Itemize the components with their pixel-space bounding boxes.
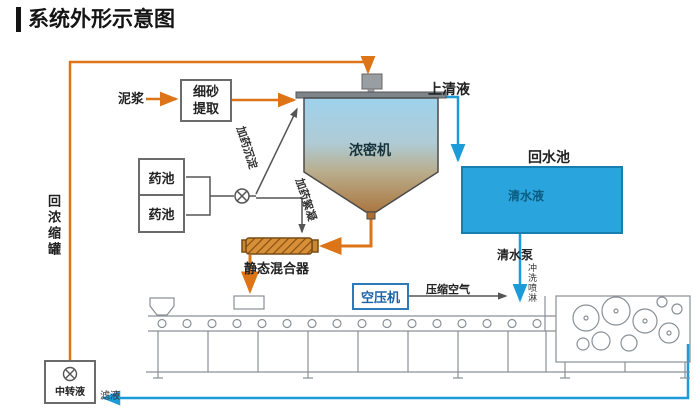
- sand-extractor-box: 细砂提取: [180, 79, 232, 122]
- belt-filter-press: [146, 295, 691, 379]
- transfer-tank-box: 中转液: [44, 360, 96, 404]
- filtrate-return-line: [101, 344, 690, 406]
- supernatant-label: 上清液: [428, 81, 470, 97]
- chemical-tank-2: 药池: [138, 194, 185, 233]
- flush-spray-label: 冲洗喷淋: [527, 263, 537, 303]
- belt-rollers: [157, 318, 542, 329]
- sand-extractor-label: 细砂提取: [192, 84, 219, 116]
- agitator-motor-icon: [361, 73, 383, 90]
- return-pool-tank: [461, 166, 623, 234]
- chemical-tank-1: 药池: [138, 158, 185, 196]
- slurry-label: 泥浆: [118, 91, 145, 106]
- return-concentrate-line: [68, 55, 376, 360]
- filtrate-label: 滤液: [100, 391, 120, 402]
- return-concentrate-label: 回浓缩罐: [46, 194, 61, 258]
- chemical-tank-1-label: 药池: [148, 170, 175, 186]
- page-title: 系统外形示意图: [16, 7, 175, 33]
- press-frame: [555, 295, 691, 363]
- dosing-lines: [186, 107, 508, 300]
- thickener-label: 浓密机: [349, 142, 391, 158]
- air-compressor-box: 空压机: [352, 283, 409, 310]
- pump-icon: [62, 366, 78, 382]
- chemical-tank-2-label: 药池: [148, 207, 175, 222]
- dose-sedimentation-line: [255, 107, 298, 195]
- clear-water-pump-label: 清水泵: [497, 248, 534, 262]
- pump-icon: [234, 188, 250, 204]
- thickener-tank: [295, 73, 447, 220]
- static-mixer-label: 静态混合器: [244, 261, 310, 276]
- clear-water-label: 清水液: [508, 189, 545, 203]
- feed-box: [233, 295, 265, 310]
- dose-flocculation-line: [256, 197, 306, 234]
- feed-hopper: [149, 297, 175, 316]
- return-pool-label: 回水池: [528, 149, 570, 165]
- air-compressor-label: 空压机: [360, 290, 400, 305]
- press-rollers: [572, 296, 683, 352]
- static-mixer-body: [241, 237, 319, 255]
- compressed-air-label: 压缩空气: [426, 284, 470, 296]
- transfer-tank-label: 中转液: [55, 387, 85, 398]
- underflow-to-mixer-line: [319, 218, 373, 255]
- slurry-flow-lines: [68, 55, 376, 360]
